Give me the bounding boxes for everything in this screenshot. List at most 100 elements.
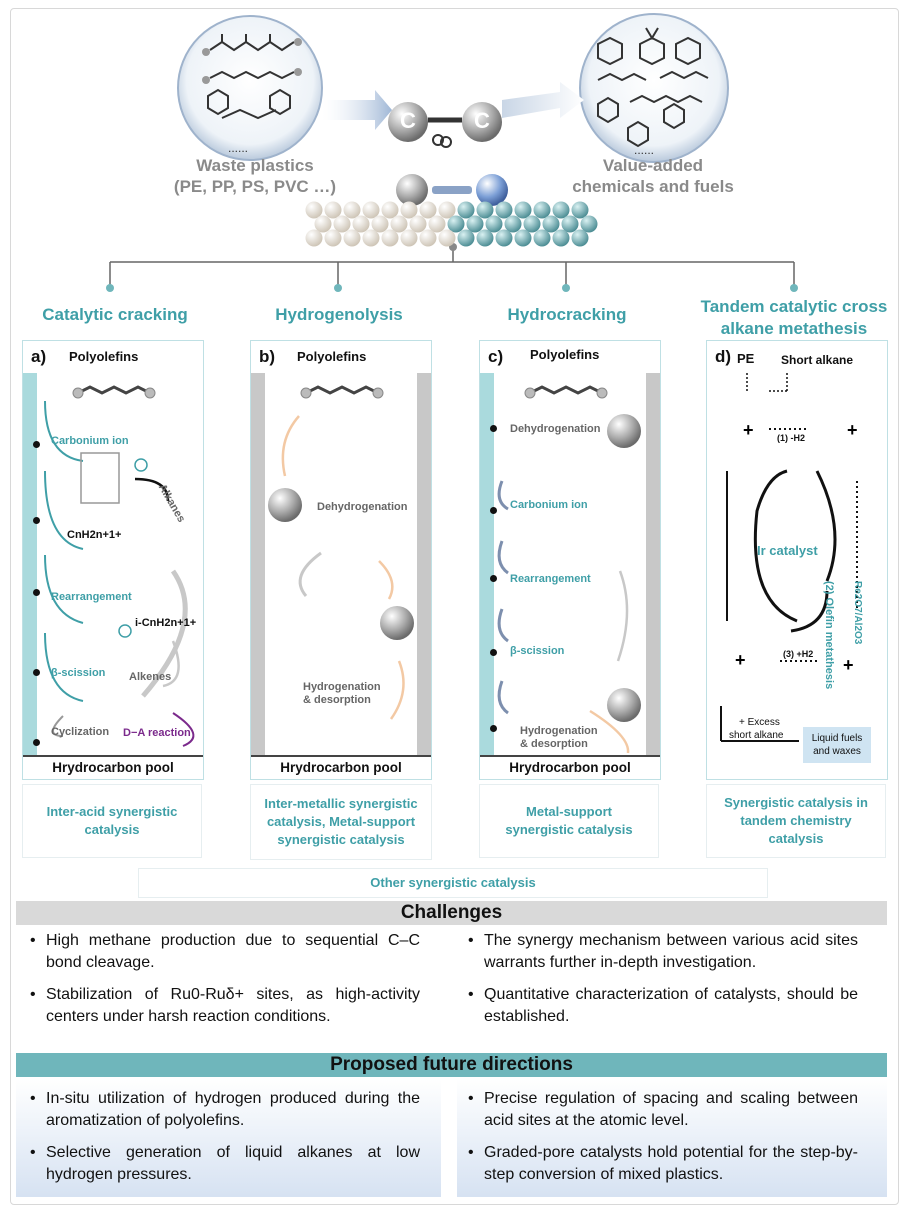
d-excess: + Excess	[739, 717, 780, 728]
other-synergy: Other synergistic catalysis	[138, 868, 768, 898]
b-dehydrogenation: Dehydrogenation	[317, 501, 408, 513]
future-item: Selective generation of liquid alkanes a…	[28, 1142, 420, 1186]
catalyst-bead	[552, 201, 570, 219]
b-hydrogenation: Hydrogenation	[303, 681, 381, 693]
c-hydrogenation: Hydrogenation	[520, 725, 598, 737]
challenge-item: Stabilization of Ru0-Ruδ+ sites, as high…	[28, 984, 420, 1028]
panel-c: c) Polyolefins Dehydrogenation Carbonium…	[479, 340, 661, 780]
top-illustration: ...... ......	[106, 13, 798, 292]
catalyst-bead	[504, 215, 522, 233]
waste-plastics-types: (PE, PP, PS, PVC …)	[173, 177, 337, 196]
a-carbonium-ion: Carbonium ion	[51, 435, 129, 447]
c-left-label: C	[400, 108, 416, 133]
c-rearrangement: Rearrangement	[510, 573, 591, 585]
d-step2: (2) Olefin metathesis	[823, 581, 835, 690]
d-pe: PE	[737, 351, 755, 366]
catalyst-bead	[438, 201, 456, 219]
catalyst-bead	[514, 201, 532, 219]
catalyst-bead	[362, 201, 380, 219]
catalyst-bead	[419, 229, 437, 247]
catalyst-bead	[514, 229, 532, 247]
c-desorption: & desorption	[520, 738, 588, 750]
challenges-title: Challenges	[16, 901, 887, 925]
d-liquid-fuels-box: Liquid fuels and waxes	[803, 727, 871, 763]
a-rearrangement: Rearrangement	[51, 591, 132, 603]
title-hydrocracking: Hydrocracking	[507, 305, 627, 324]
catalyst-bead	[419, 201, 437, 219]
svg-text:+: +	[735, 650, 746, 670]
panel-b-letter: b)	[259, 347, 276, 366]
a-alkenes: Alkenes	[129, 671, 172, 683]
a-cyclization: Cyclization	[51, 726, 110, 738]
panel-a-diagram	[44, 385, 195, 747]
challenge-item: High methane production due to sequentia…	[28, 930, 420, 974]
title-catalytic-cracking: Catalytic cracking	[42, 305, 188, 324]
catalyst-bead	[343, 229, 361, 247]
panel-d-letter: d)	[715, 347, 732, 366]
d-liquid1: Liquid fuels	[811, 733, 863, 744]
c-beta-scission: β-scission	[510, 645, 565, 657]
catalyst-bead	[485, 215, 503, 233]
a-cnh: CnH2n+1+	[67, 529, 122, 541]
d-short-alkane: Short alkane	[781, 353, 854, 367]
d-ir-catalyst: Ir catalyst	[757, 543, 818, 558]
catalyst-bead	[362, 229, 380, 247]
catalyst-bead	[466, 215, 484, 233]
c-synergy: Metal-support synergistic catalysis	[479, 784, 659, 858]
catalyst-bead	[523, 215, 541, 233]
catalyst-bead	[428, 215, 446, 233]
waste-plastics-label: Waste plastics	[196, 156, 314, 175]
catalyst-bead	[533, 229, 551, 247]
title-hydrogenolysis: Hydrogenolysis	[275, 305, 403, 324]
d-liquid2: and waxes	[813, 746, 861, 757]
catalyst-bead	[400, 201, 418, 219]
b-hydrocarbon-pool: Hrydrocarbon pool	[251, 755, 431, 779]
svg-text:......: ......	[634, 143, 654, 157]
svg-text:+: +	[743, 420, 754, 440]
catalyst-bead	[580, 215, 598, 233]
svg-text:+: +	[847, 420, 858, 440]
d-synergy: Synergistic catalysis in tandem chemistr…	[706, 784, 886, 858]
c-right-label: C	[474, 108, 490, 133]
catalyst-bead	[447, 215, 465, 233]
c-hydrocarbon-pool: Hrydrocarbon pool	[480, 755, 660, 779]
catalyst-bead	[533, 201, 551, 219]
panel-a-letter: a)	[31, 347, 47, 366]
panel-c-letter: c)	[488, 347, 504, 366]
future-item: Graded-pore catalysts hold potential for…	[466, 1142, 858, 1186]
challenges-right: The synergy mechanism between various ac…	[466, 930, 858, 1038]
catalyst-bead	[324, 201, 342, 219]
catalyst-bead	[381, 201, 399, 219]
catalyst-bead	[457, 201, 475, 219]
catalyst-bead	[571, 201, 589, 219]
catalyst-bead	[457, 229, 475, 247]
catalyst-bead	[542, 215, 560, 233]
d-step1: (1) -H2	[777, 433, 806, 443]
catalyst-bead	[476, 201, 494, 219]
a-hydrocarbon-pool: Hrydrocarbon pool	[23, 755, 203, 779]
title-tandem-metathesis: Tandem catalytic cross alkane metathesis	[700, 297, 888, 338]
catalyst-bead	[495, 201, 513, 219]
panel-a-head: Polyolefins	[69, 349, 139, 364]
value-added-label-2: chemicals and fuels	[572, 177, 734, 196]
c-dehydrogenation: Dehydrogenation	[510, 423, 601, 435]
panel-a: a) Polyolefins Carbonium ion Alkanes CnH…	[22, 340, 204, 780]
a-synergy: Inter-acid synergistic catalysis	[22, 784, 202, 858]
dots-left: ......	[228, 141, 248, 155]
panel-b: b) Polyolefins Dehydrogenation Hydrogena…	[250, 340, 432, 780]
future-item: Precise regulation of spacing and scalin…	[466, 1088, 858, 1132]
d-short-alkane-2: short alkane	[729, 730, 784, 741]
catalyst-bead	[381, 229, 399, 247]
panel-d-diagram: + + + +	[720, 373, 858, 742]
panel-c-head: Polyolefins	[530, 347, 600, 362]
catalyst-bead	[343, 201, 361, 219]
future-title: Proposed future directions	[16, 1053, 887, 1077]
catalyst-bead	[495, 229, 513, 247]
a-icnh: i-CnH2n+1+	[135, 617, 197, 629]
value-added-label: Value-added	[602, 156, 704, 175]
catalyst-bead	[314, 215, 332, 233]
c-carbonium-ion: Carbonium ion	[510, 499, 588, 511]
catalyst-bead	[333, 215, 351, 233]
panel-b-diagram	[268, 385, 414, 720]
catalyst-bead	[390, 215, 408, 233]
